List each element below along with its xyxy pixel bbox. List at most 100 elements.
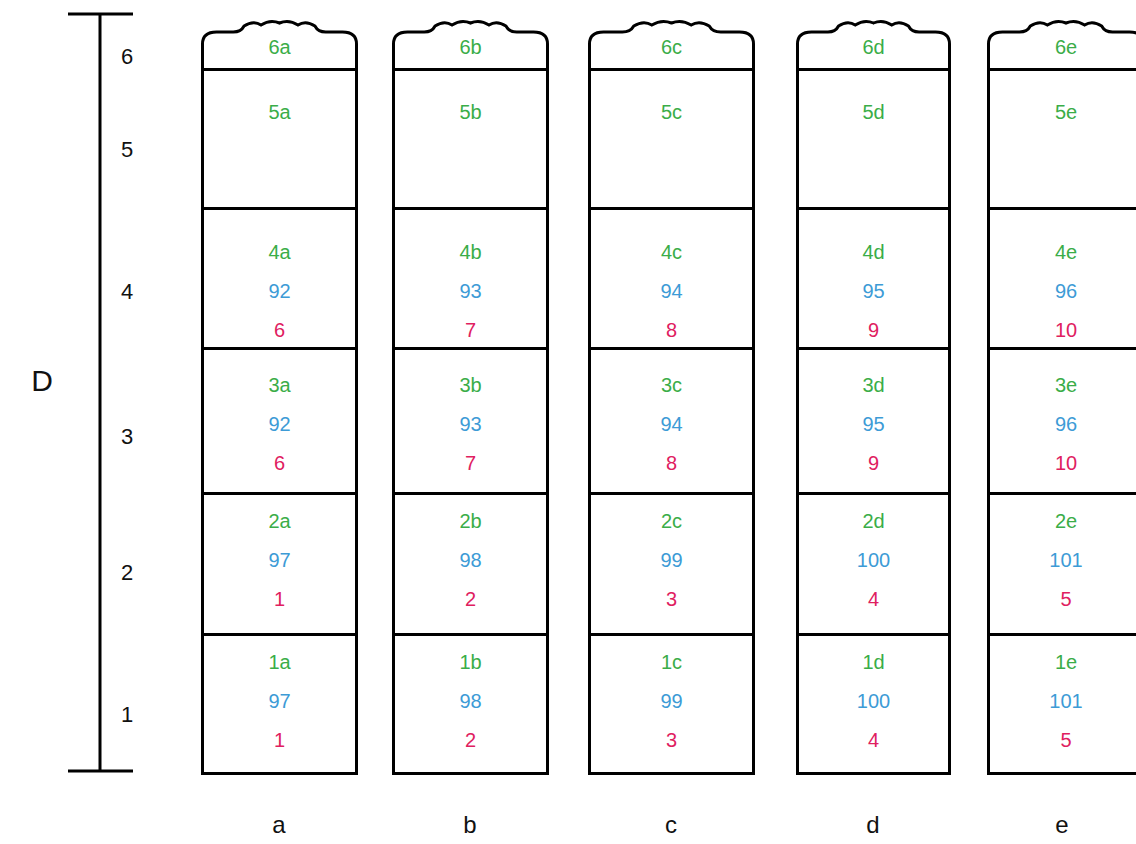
- cell-code: 5c: [591, 93, 752, 132]
- cell-code: 2e: [990, 502, 1136, 541]
- cell-value: 100: [799, 682, 948, 721]
- cap-cell: 6b: [392, 18, 549, 73]
- grid-cell: 3c948: [588, 347, 755, 495]
- cap-cell: 6e: [987, 18, 1136, 73]
- bracket-tick: [68, 13, 133, 16]
- bracket-tick: [68, 770, 133, 773]
- grid-cell: 5c: [588, 68, 755, 210]
- grid-cell: 2d1004: [796, 492, 951, 636]
- cell-code: 4d: [799, 233, 948, 272]
- cap-cell: 6a: [201, 18, 358, 73]
- cell-code: 4c: [591, 233, 752, 272]
- grid-cell: 3a926: [201, 347, 358, 495]
- cell-value: 98: [395, 682, 546, 721]
- cell-index: 9: [799, 311, 948, 350]
- cell-code: 2b: [395, 502, 546, 541]
- cell-value: 97: [204, 682, 355, 721]
- cell-value: 92: [204, 405, 355, 444]
- bracket-line: [99, 14, 102, 771]
- level-number: 5: [121, 137, 133, 163]
- cell-index: 8: [591, 444, 752, 483]
- column-letter: c: [665, 811, 677, 839]
- cell-code: 6b: [392, 28, 549, 67]
- cell-index: 1: [204, 721, 355, 760]
- cell-code: 3d: [799, 366, 948, 405]
- cell-code: 2a: [204, 502, 355, 541]
- cell-code: 6c: [588, 28, 755, 67]
- cell-index: 2: [395, 721, 546, 760]
- grid-cell: 1d1004: [796, 633, 951, 775]
- grid-cell: 2c993: [588, 492, 755, 636]
- cell-index: 3: [591, 721, 752, 760]
- cell-code: 5b: [395, 93, 546, 132]
- cell-value: 96: [990, 405, 1136, 444]
- cell-code: 5e: [990, 93, 1136, 132]
- cell-index: 6: [204, 444, 355, 483]
- cell-value: 97: [204, 541, 355, 580]
- cell-code: 3e: [990, 366, 1136, 405]
- cell-value: 98: [395, 541, 546, 580]
- cell-index: 10: [990, 311, 1136, 350]
- cell-index: 5: [990, 580, 1136, 619]
- cell-value: 95: [799, 272, 948, 311]
- cell-value: 99: [591, 682, 752, 721]
- cell-code: 1e: [990, 643, 1136, 682]
- cell-index: 7: [395, 311, 546, 350]
- grid-cell: 1e1015: [987, 633, 1136, 775]
- cell-index: 2: [395, 580, 546, 619]
- grid-cell: 3d959: [796, 347, 951, 495]
- cell-code: 6e: [987, 28, 1136, 67]
- grid-cell: 5e: [987, 68, 1136, 210]
- level-number: 3: [121, 424, 133, 450]
- cell-code: 3a: [204, 366, 355, 405]
- column-letter: d: [866, 811, 879, 839]
- cell-index: 1: [204, 580, 355, 619]
- grid-cell: 1c993: [588, 633, 755, 775]
- cell-code: 4e: [990, 233, 1136, 272]
- cell-code: 3c: [591, 366, 752, 405]
- grid-cell: 5a: [201, 68, 358, 210]
- grid-cell: 4a926: [201, 207, 358, 356]
- cell-index: 5: [990, 721, 1136, 760]
- grid-cell: 2e1015: [987, 492, 1136, 636]
- cell-code: 6a: [201, 28, 358, 67]
- cell-value: 101: [990, 541, 1136, 580]
- cell-code: 4a: [204, 233, 355, 272]
- cell-code: 1b: [395, 643, 546, 682]
- cell-value: 101: [990, 682, 1136, 721]
- cell-value: 99: [591, 541, 752, 580]
- grid-cell: 4e9610: [987, 207, 1136, 356]
- grid-cell: 3b937: [392, 347, 549, 495]
- cell-value: 95: [799, 405, 948, 444]
- cell-index: 6: [204, 311, 355, 350]
- cell-index: 3: [591, 580, 752, 619]
- grid-cell: 4b937: [392, 207, 549, 356]
- cell-code: 2d: [799, 502, 948, 541]
- grid-cell: 2b982: [392, 492, 549, 636]
- grid-cell: 1b982: [392, 633, 549, 775]
- grid-cell: 2a971: [201, 492, 358, 636]
- column-letter: e: [1055, 811, 1068, 839]
- cell-index: 9: [799, 444, 948, 483]
- grid-cell: 5b: [392, 68, 549, 210]
- level-number: 6: [121, 44, 133, 70]
- cell-value: 94: [591, 272, 752, 311]
- cell-value: 94: [591, 405, 752, 444]
- cell-index: 7: [395, 444, 546, 483]
- cap-cell: 6c: [588, 18, 755, 73]
- level-number: 1: [121, 702, 133, 728]
- dimension-name: D: [31, 364, 53, 398]
- cell-code: 5a: [204, 93, 355, 132]
- cell-value: 92: [204, 272, 355, 311]
- grid-cell: 1a971: [201, 633, 358, 775]
- grid-cell: 4c948: [588, 207, 755, 356]
- cell-value: 93: [395, 272, 546, 311]
- cell-code: 5d: [799, 93, 948, 132]
- cap-cell: 6d: [796, 18, 951, 73]
- cell-value: 96: [990, 272, 1136, 311]
- cell-index: 4: [799, 580, 948, 619]
- cell-index: 8: [591, 311, 752, 350]
- cell-code: 3b: [395, 366, 546, 405]
